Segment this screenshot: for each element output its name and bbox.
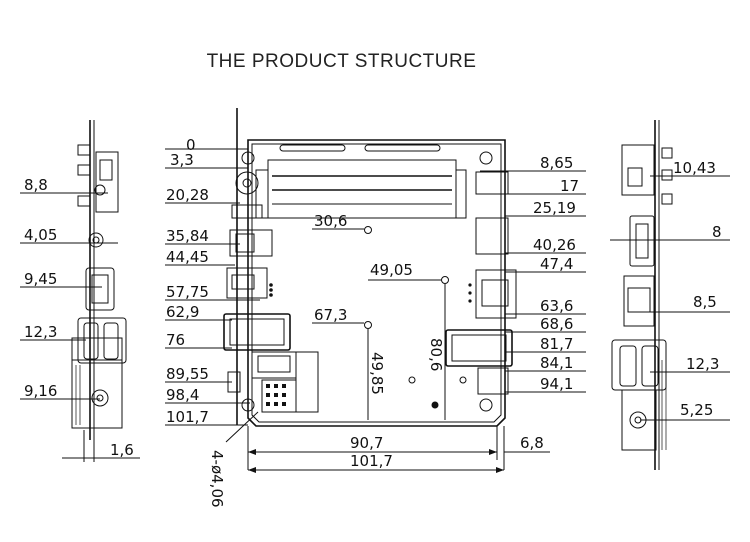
left-side-view: 8,8 4,05 9,45 12,3 9,16 1,6 xyxy=(20,120,140,462)
dim-63-6: 63,6 xyxy=(540,297,573,315)
dim-68-6: 68,6 xyxy=(540,315,573,333)
dim-12-3-right: 12,3 xyxy=(686,355,719,373)
right-side-view: 10,43 8 8,5 12,3 5,25 xyxy=(610,120,730,470)
dim-90-7: 90,7 xyxy=(350,434,383,452)
dim-1-6: 1,6 xyxy=(110,441,134,459)
dim-84-1: 84,1 xyxy=(540,354,573,372)
dim-80-6: 80,6 xyxy=(427,338,445,371)
dim-5-25: 5,25 xyxy=(680,401,713,419)
page-title: THE PRODUCT STRUCTURE xyxy=(206,51,477,72)
dim-40-26: 40,26 xyxy=(533,236,576,254)
dim-8-65: 8,65 xyxy=(540,154,573,172)
dim-89-55: 89,55 xyxy=(166,365,209,383)
dim-10-43: 10,43 xyxy=(673,159,716,177)
dim-6-8: 6,8 xyxy=(520,434,544,452)
dim-101-7-left: 101,7 xyxy=(166,408,209,426)
dim-8-8: 8,8 xyxy=(24,176,48,194)
dim-8: 8 xyxy=(712,223,722,241)
dim-9-16: 9,16 xyxy=(24,382,57,400)
dim-35-84: 35,84 xyxy=(166,227,209,245)
dim-44-45: 44,45 xyxy=(166,248,209,266)
dim-47-4: 47,4 xyxy=(540,255,573,273)
dim-30-6: 30,6 xyxy=(314,212,347,230)
dim-81-7: 81,7 xyxy=(540,335,573,353)
dim-20-28: 20,28 xyxy=(166,186,209,204)
dim-76: 76 xyxy=(166,331,185,349)
pin-header xyxy=(261,379,297,413)
dim-49-05: 49,05 xyxy=(370,261,413,279)
dim-12-3: 12,3 xyxy=(24,323,57,341)
dim-62-9: 62,9 xyxy=(166,303,199,321)
front-board-view: 0 3,3 20,28 35,84 44,45 57,75 62,9 76 89… xyxy=(165,108,586,508)
dim-98-4: 98,4 xyxy=(166,386,199,404)
dim-57-75: 57,75 xyxy=(166,283,209,301)
dim-3-3: 3,3 xyxy=(170,151,194,169)
dim-94-1: 94,1 xyxy=(540,375,573,393)
dim-49-85: 49,85 xyxy=(368,352,386,395)
dim-17: 17 xyxy=(560,177,579,195)
dim-8-5: 8,5 xyxy=(693,293,717,311)
dim-25-19: 25,19 xyxy=(533,199,576,217)
hole-spec: 4-ø4,06 xyxy=(208,450,226,508)
dim-4-05: 4,05 xyxy=(24,226,57,244)
dim-0: 0 xyxy=(186,136,196,154)
dim-67-3: 67,3 xyxy=(314,306,347,324)
dim-9-45: 9,45 xyxy=(24,270,57,288)
dim-101-7-bottom: 101,7 xyxy=(350,452,393,470)
